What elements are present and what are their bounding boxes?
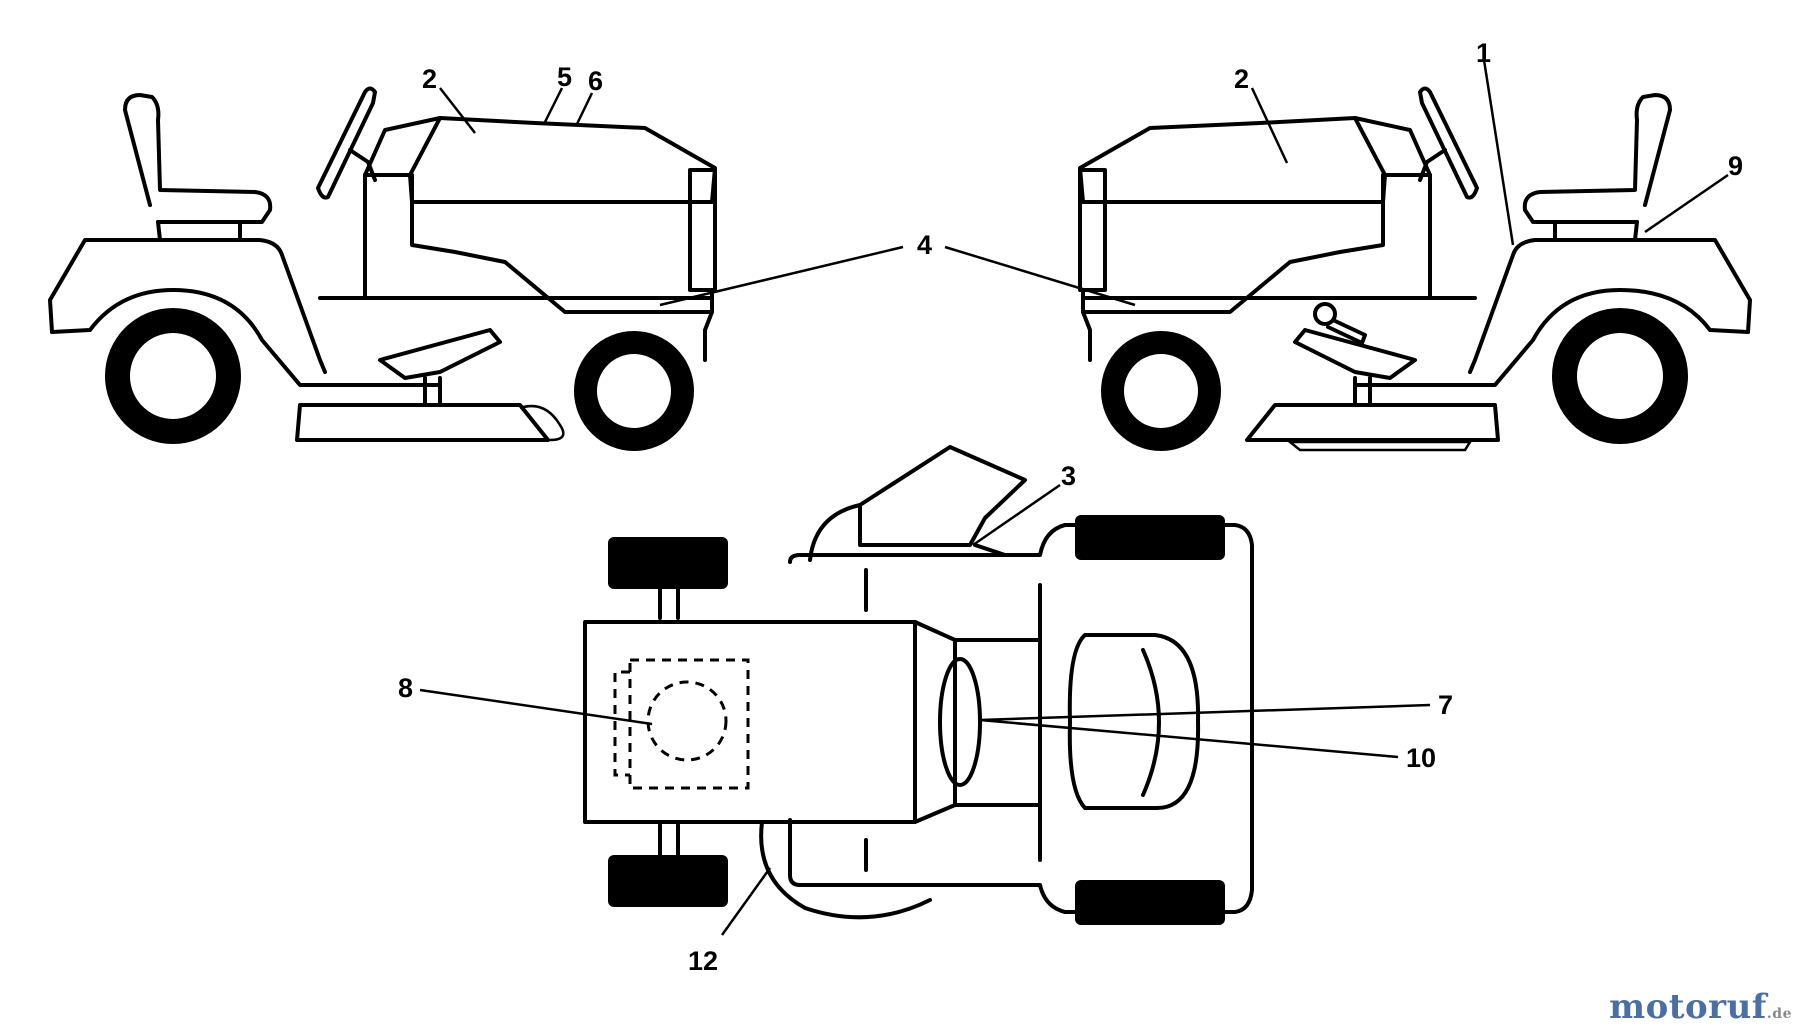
leader-1	[1482, 59, 1515, 246]
callout-4: 4	[917, 230, 932, 260]
seat-back	[123, 93, 273, 224]
deck-chute	[519, 404, 565, 442]
callout-3: 3	[1061, 461, 1076, 491]
discharge-chute	[858, 445, 1027, 547]
mower-deck-top	[788, 523, 1254, 914]
leader-2-left	[439, 87, 476, 134]
deck-bulge	[759, 820, 932, 920]
steering-column	[938, 657, 982, 787]
leader-2-right	[1250, 87, 1289, 164]
callout-7: 7	[1438, 690, 1453, 720]
mower-deck	[1245, 403, 1500, 442]
callout-8: 8	[398, 673, 413, 703]
tractor-right-side-view	[1078, 86, 1752, 452]
callout-10: 10	[1406, 743, 1436, 773]
rear-fender	[1468, 238, 1752, 374]
callout-numbers: 2 5 6 4 2 1 9 3 8 7 10 12	[398, 38, 1743, 976]
rear-fender	[48, 238, 327, 374]
leader-lines	[419, 59, 1729, 936]
tractor-top-view	[583, 445, 1254, 925]
leader-6	[575, 92, 594, 125]
leader-5	[543, 87, 564, 123]
watermark-text: motoruf	[1609, 987, 1767, 1027]
lift-lever-knob	[1313, 302, 1337, 326]
engine-area	[628, 658, 750, 790]
leader-10	[979, 718, 1399, 759]
steering-wheel	[1418, 86, 1479, 200]
callout-6: 6	[588, 66, 603, 96]
rear-tire-bottom	[1075, 880, 1225, 925]
callout-1: 1	[1476, 38, 1491, 68]
rear-tire-top	[1075, 515, 1225, 560]
callout-9: 9	[1728, 151, 1743, 181]
callout-5: 5	[557, 62, 572, 92]
watermark-logo: motoruf.de	[1609, 987, 1792, 1027]
leader-3	[972, 483, 1061, 547]
seat-back	[1522, 93, 1672, 224]
leader-4a	[659, 245, 904, 307]
tractor-left-side-view	[48, 86, 717, 451]
callout-2-left: 2	[422, 64, 437, 94]
callout-2-right: 2	[1234, 64, 1249, 94]
callout-12: 12	[688, 946, 718, 976]
steering-wheel	[316, 86, 377, 200]
leader-9	[1644, 173, 1729, 234]
pedal	[1293, 328, 1417, 380]
seat-base	[156, 220, 242, 242]
hood-top	[583, 620, 917, 824]
front-tire-bottom	[608, 855, 728, 907]
seat-top	[1067, 633, 1201, 811]
mower-deck	[295, 403, 550, 442]
pedal	[378, 328, 502, 380]
leader-8	[419, 688, 653, 726]
leader-12	[720, 867, 772, 936]
front-tire-top	[608, 537, 728, 589]
leader-4b	[944, 245, 1136, 307]
leader-7	[979, 703, 1431, 722]
watermark-tld: .de	[1766, 1006, 1792, 1022]
fuel-cap	[646, 680, 728, 762]
